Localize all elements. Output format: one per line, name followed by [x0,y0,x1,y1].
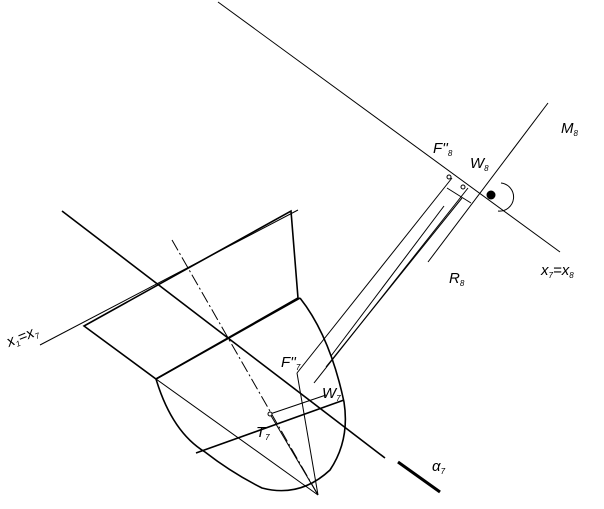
alpha7-segment [397,460,441,494]
body-base-chord [195,399,345,454]
label-f7: F''7 [281,354,301,372]
label-w8: W8 [470,155,489,173]
body-edge [155,297,301,380]
label-t7: T7 [256,424,270,442]
line-m8 [427,102,549,263]
axis-x7-x8 [217,1,561,253]
label-w7: W7 [322,385,341,403]
label-m8: M8 [561,120,579,138]
right-angle-arc [497,182,515,212]
label-alpha7: α7 [432,458,446,476]
body-curved-face [155,297,347,492]
ray-w2 [330,205,445,357]
construct-1 [155,378,319,496]
point-w8 [460,184,466,190]
axis-x1-x7 [39,209,299,346]
construct-3 [296,372,319,496]
right-angle-dot [486,190,496,200]
symmetry-axis [171,239,319,496]
label-r8: R8 [449,270,465,288]
ray-w [325,197,463,368]
label-x7-x8: x7=x8 [540,262,574,280]
construct-4 [269,394,327,415]
construct-2 [269,413,319,496]
ray-f-left [296,177,453,374]
point-f8 [446,174,452,180]
body-top-face [82,209,299,380]
point-t7 [267,411,273,417]
label-f8: F''8 [433,140,453,158]
line-r8 [446,187,472,204]
thick-trace-line [61,210,386,459]
label-x1-x7: x1=x7 [3,323,41,353]
